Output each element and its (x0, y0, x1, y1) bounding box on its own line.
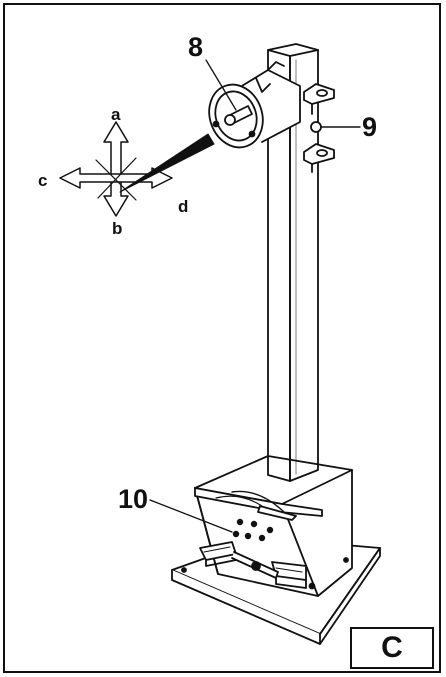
direction-a: a (111, 105, 121, 124)
lamp-knob (224, 105, 253, 126)
callout-10: 10 (118, 484, 149, 514)
lamp-housing (208, 61, 301, 149)
upper-bracket (303, 83, 335, 115)
direction-c: c (38, 171, 48, 190)
direction-cross (59, 121, 173, 217)
figure-frame (3, 3, 441, 673)
callout-9: 9 (362, 112, 378, 142)
callout-8: 8 (188, 32, 204, 62)
lower-bracket (303, 143, 335, 173)
leader-lines (149, 59, 237, 533)
cabinet-front-holes (232, 518, 274, 542)
light-cone (119, 133, 215, 193)
direction-d: d (178, 197, 189, 216)
direction-b: b (112, 219, 123, 238)
lid-cover (194, 487, 323, 521)
bracket-knob (310, 121, 361, 133)
pedals (199, 541, 307, 589)
panel-label: C (350, 627, 434, 669)
